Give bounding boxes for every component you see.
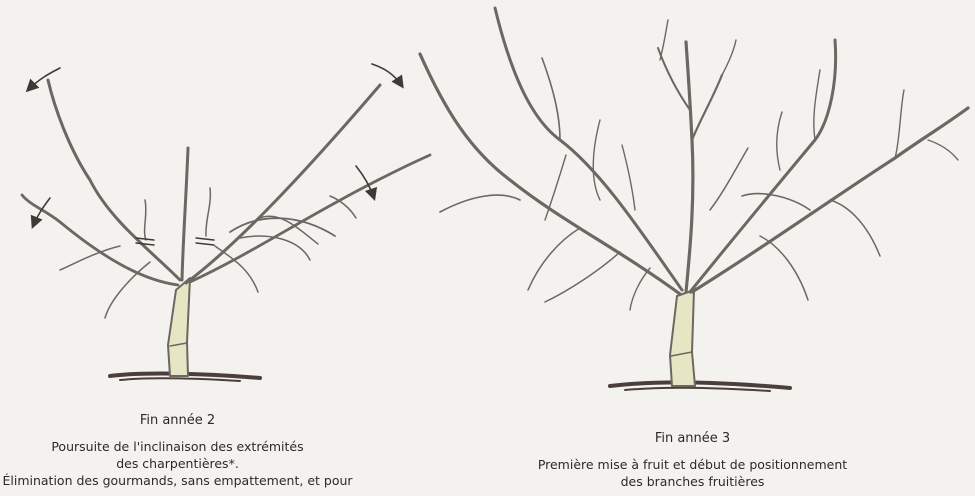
left-upper-branch xyxy=(495,8,682,290)
tree-year-3-drawing xyxy=(420,8,968,391)
description-line: Élimination des gourmands, sans empattem… xyxy=(0,472,355,489)
bend-arrow-top-left xyxy=(28,68,60,90)
figure-title: Fin année 2 xyxy=(0,412,355,429)
caption-year-3: Fin année 3 Première mise à fruit et déb… xyxy=(530,430,855,490)
description-line: Poursuite de l'inclinaison des extrémité… xyxy=(0,438,355,455)
description-line: des charpentières*. xyxy=(0,455,355,472)
right-upper-branch xyxy=(690,40,836,292)
central-leader xyxy=(686,42,693,292)
description-line: Première mise à fruit et début de positi… xyxy=(530,456,855,473)
trunk xyxy=(168,278,190,376)
caption-year-2: Fin année 2 Poursuite de l'inclinaison d… xyxy=(0,412,355,489)
description-line: des branches fruitières xyxy=(530,473,855,490)
cut-mark-right xyxy=(196,238,214,245)
right-low-branch xyxy=(190,155,430,282)
right-scaffold-branch xyxy=(186,85,380,283)
left-scaffold-branch xyxy=(48,80,180,280)
figure-title: Fin année 3 xyxy=(530,430,855,447)
trunk xyxy=(670,290,695,386)
left-scaffold-branch xyxy=(420,54,680,294)
bend-arrow-top-right xyxy=(372,64,402,86)
central-leader xyxy=(182,148,188,280)
tree-year-2-drawing xyxy=(22,64,430,381)
